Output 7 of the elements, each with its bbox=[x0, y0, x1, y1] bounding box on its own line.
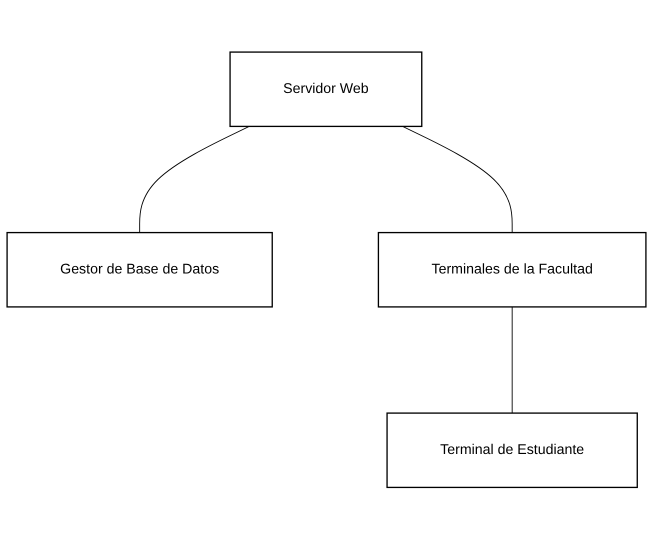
node-box: Terminales de la Facultad bbox=[378, 232, 647, 308]
connector bbox=[139, 126, 250, 234]
node-box: Servidor Web bbox=[229, 52, 422, 128]
connector bbox=[402, 126, 513, 234]
node-box: Terminal de Estudiante bbox=[386, 412, 638, 488]
node-box: Gestor de Base de Datos bbox=[6, 232, 273, 308]
connector bbox=[512, 306, 513, 414]
